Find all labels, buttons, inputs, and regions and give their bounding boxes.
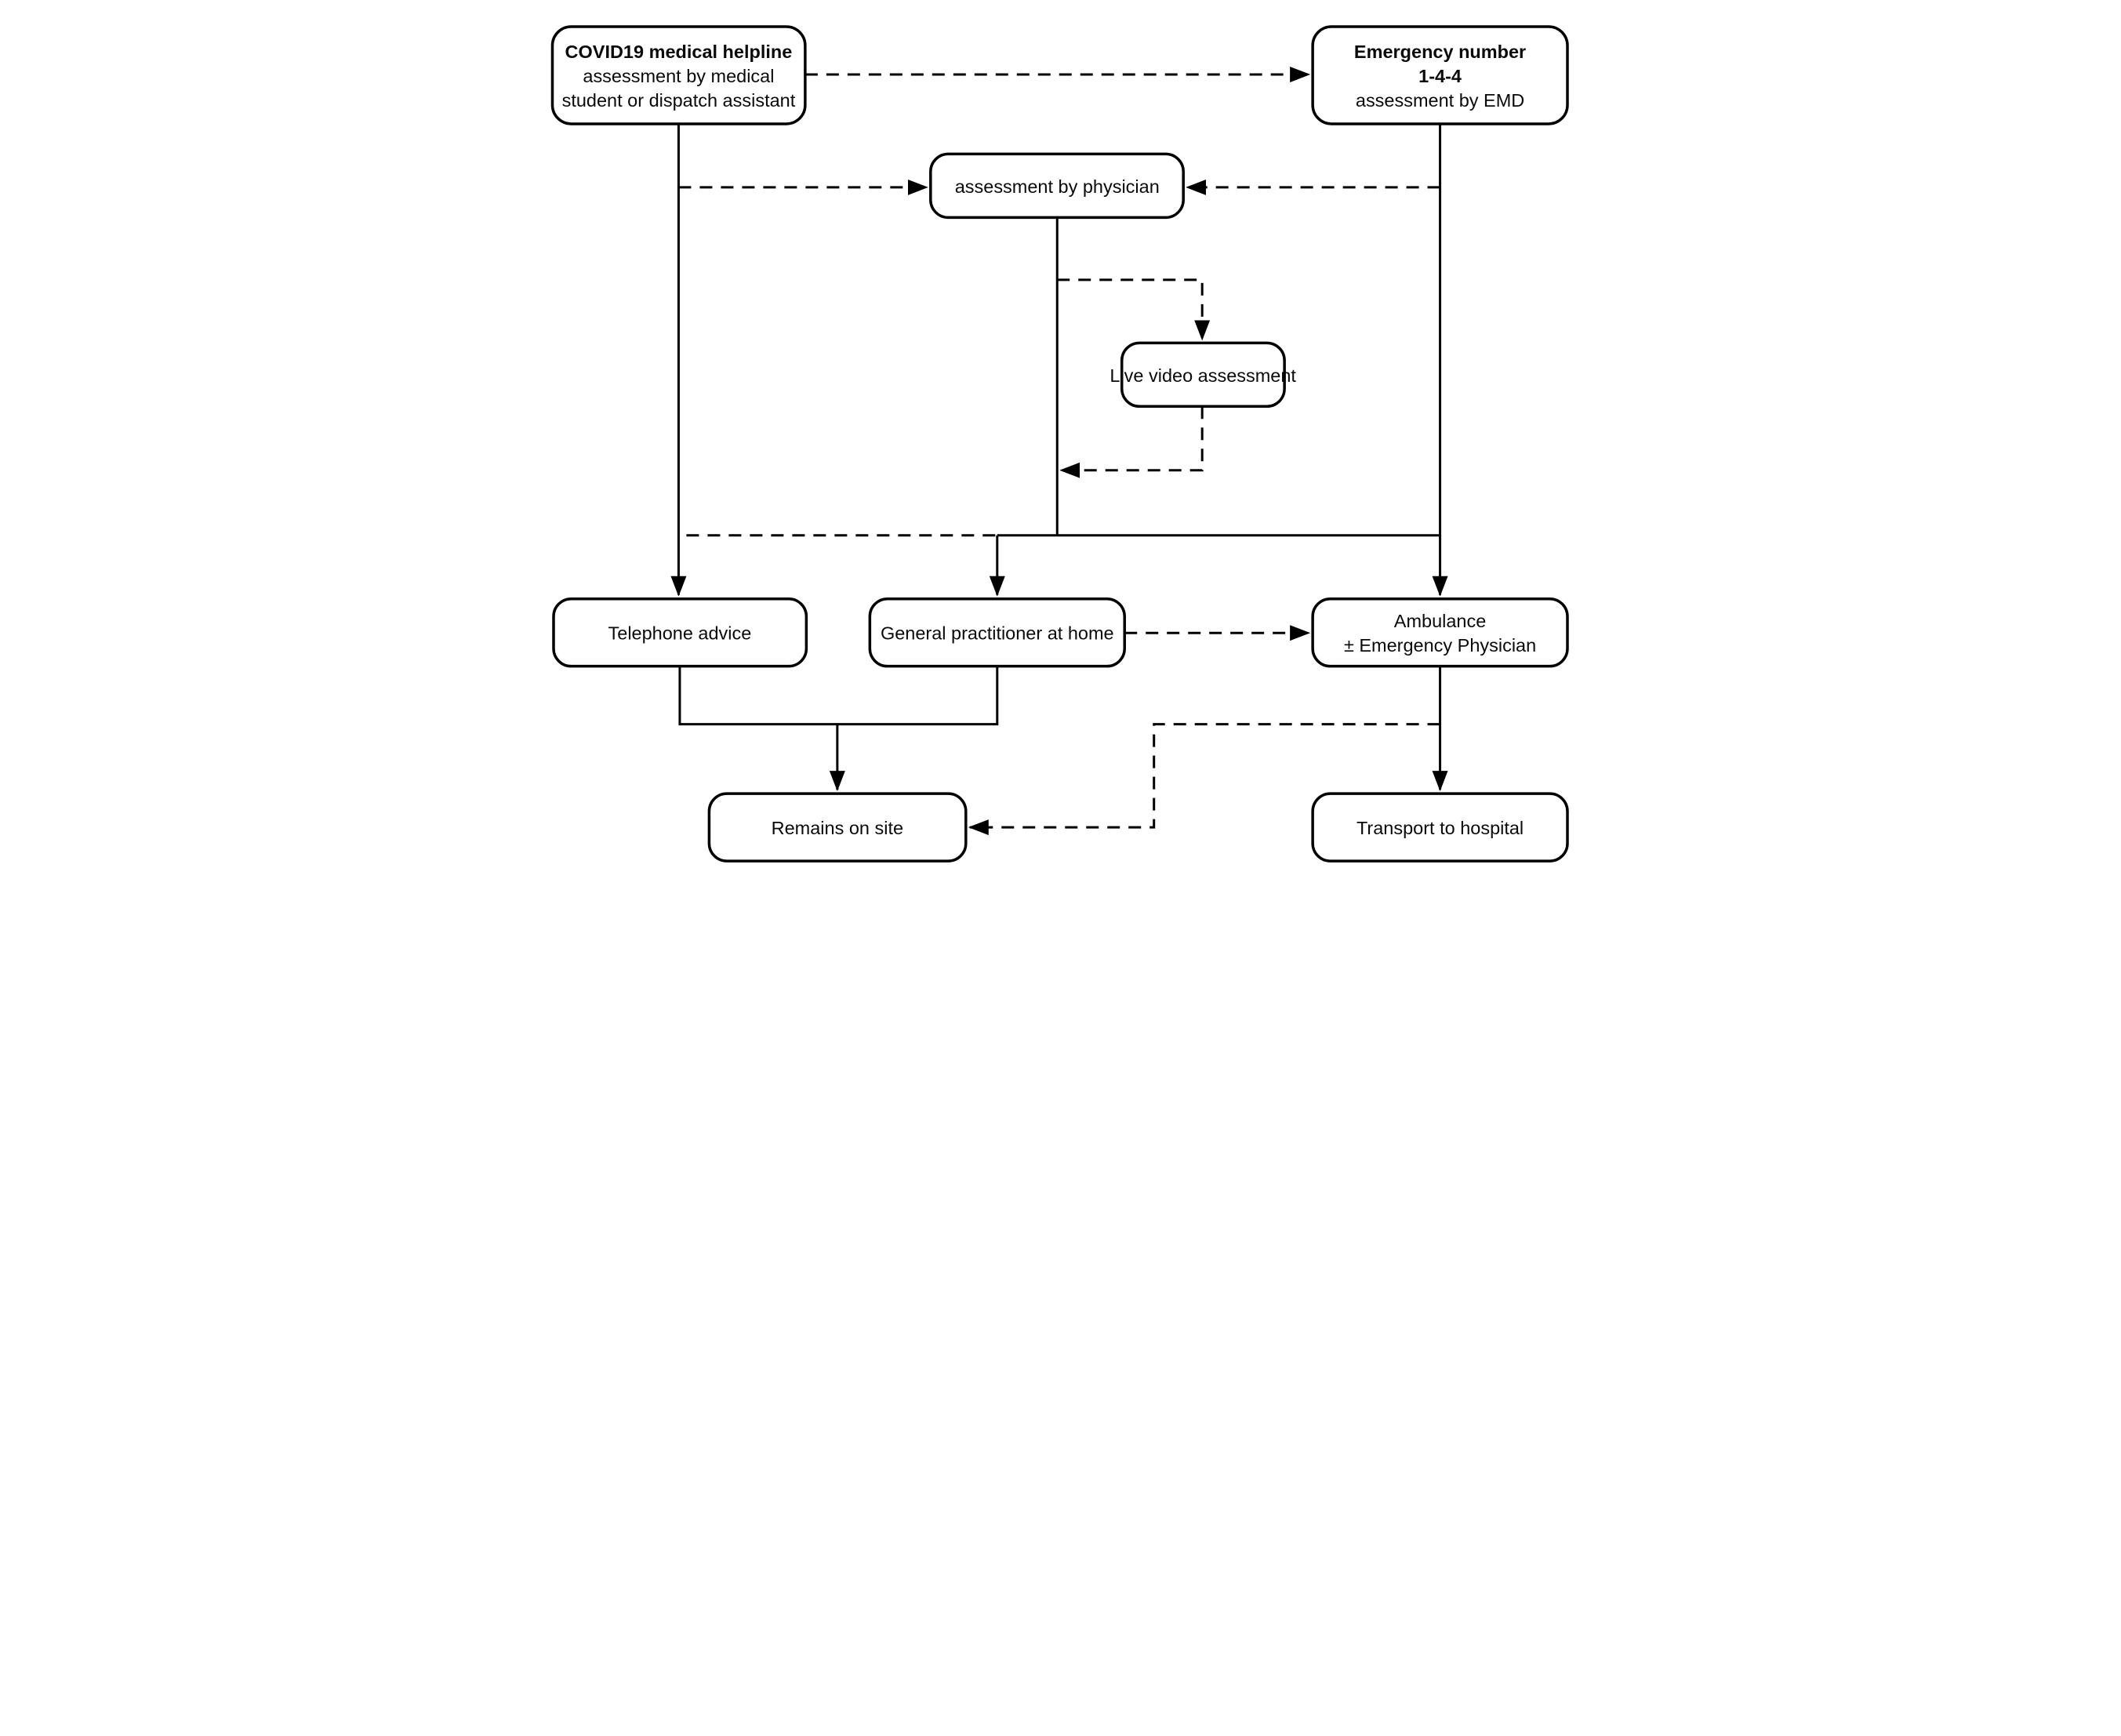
edges [670,66,1448,836]
node-box [1120,341,1286,409]
node-label: Emergency number [1353,42,1525,62]
node-general-practitioner-at-home: General practitioner at home [868,597,1126,668]
node-box [551,597,808,668]
node-box [1310,597,1569,668]
node-label: student or dispatch assistant [561,90,795,111]
node-label: assessment by EMD [1355,90,1524,111]
node-telephone-advice: Telephone advice [551,597,808,668]
node-box [1310,792,1569,863]
node-label: 1-4-4 [1418,66,1462,86]
node-box [707,792,968,863]
node-label: assessment by physician [954,176,1159,197]
edge-livevideo-to-physician-dashed-arrow [1059,406,1204,478]
node-label: Ambulance [1393,611,1486,631]
flowchart-svg: COVID19 medical helpline assessment by m… [550,25,1569,863]
node-label: assessment by medical [583,66,774,86]
node-box [550,25,807,125]
node-ambulance: Ambulance ± Emergency Physician [1310,597,1569,668]
node-label: Telephone advice [608,623,751,644]
node-live-video-assessment: Live video assessment [1110,341,1296,409]
node-remains-on-site: Remains on site [707,792,968,863]
edge-merge-line [677,666,998,726]
node-box [1310,25,1569,125]
node-label: COVID19 medical helpline [565,42,792,62]
node-covid-helpline: COVID19 medical helpline assessment by m… [550,25,807,125]
edge-physician-to-livevideo-dashed-arrow [1056,278,1210,341]
flowchart-canvas: COVID19 medical helpline assessment by m… [531,0,1591,868]
node-box [928,152,1185,220]
node-assessment-by-physician: assessment by physician [928,152,1185,220]
node-emergency-number: Emergency number 1-4-4 assessment by EMD [1310,25,1569,125]
node-label: General practitioner at home [880,623,1113,644]
node-transport-to-hospital: Transport to hospital [1310,792,1569,863]
node-label: Remains on site [771,818,903,838]
node-label: ± Emergency Physician [1343,635,1535,656]
node-label: Transport to hospital [1356,818,1523,838]
node-box [868,597,1126,668]
node-label: Live video assessment [1110,365,1296,386]
